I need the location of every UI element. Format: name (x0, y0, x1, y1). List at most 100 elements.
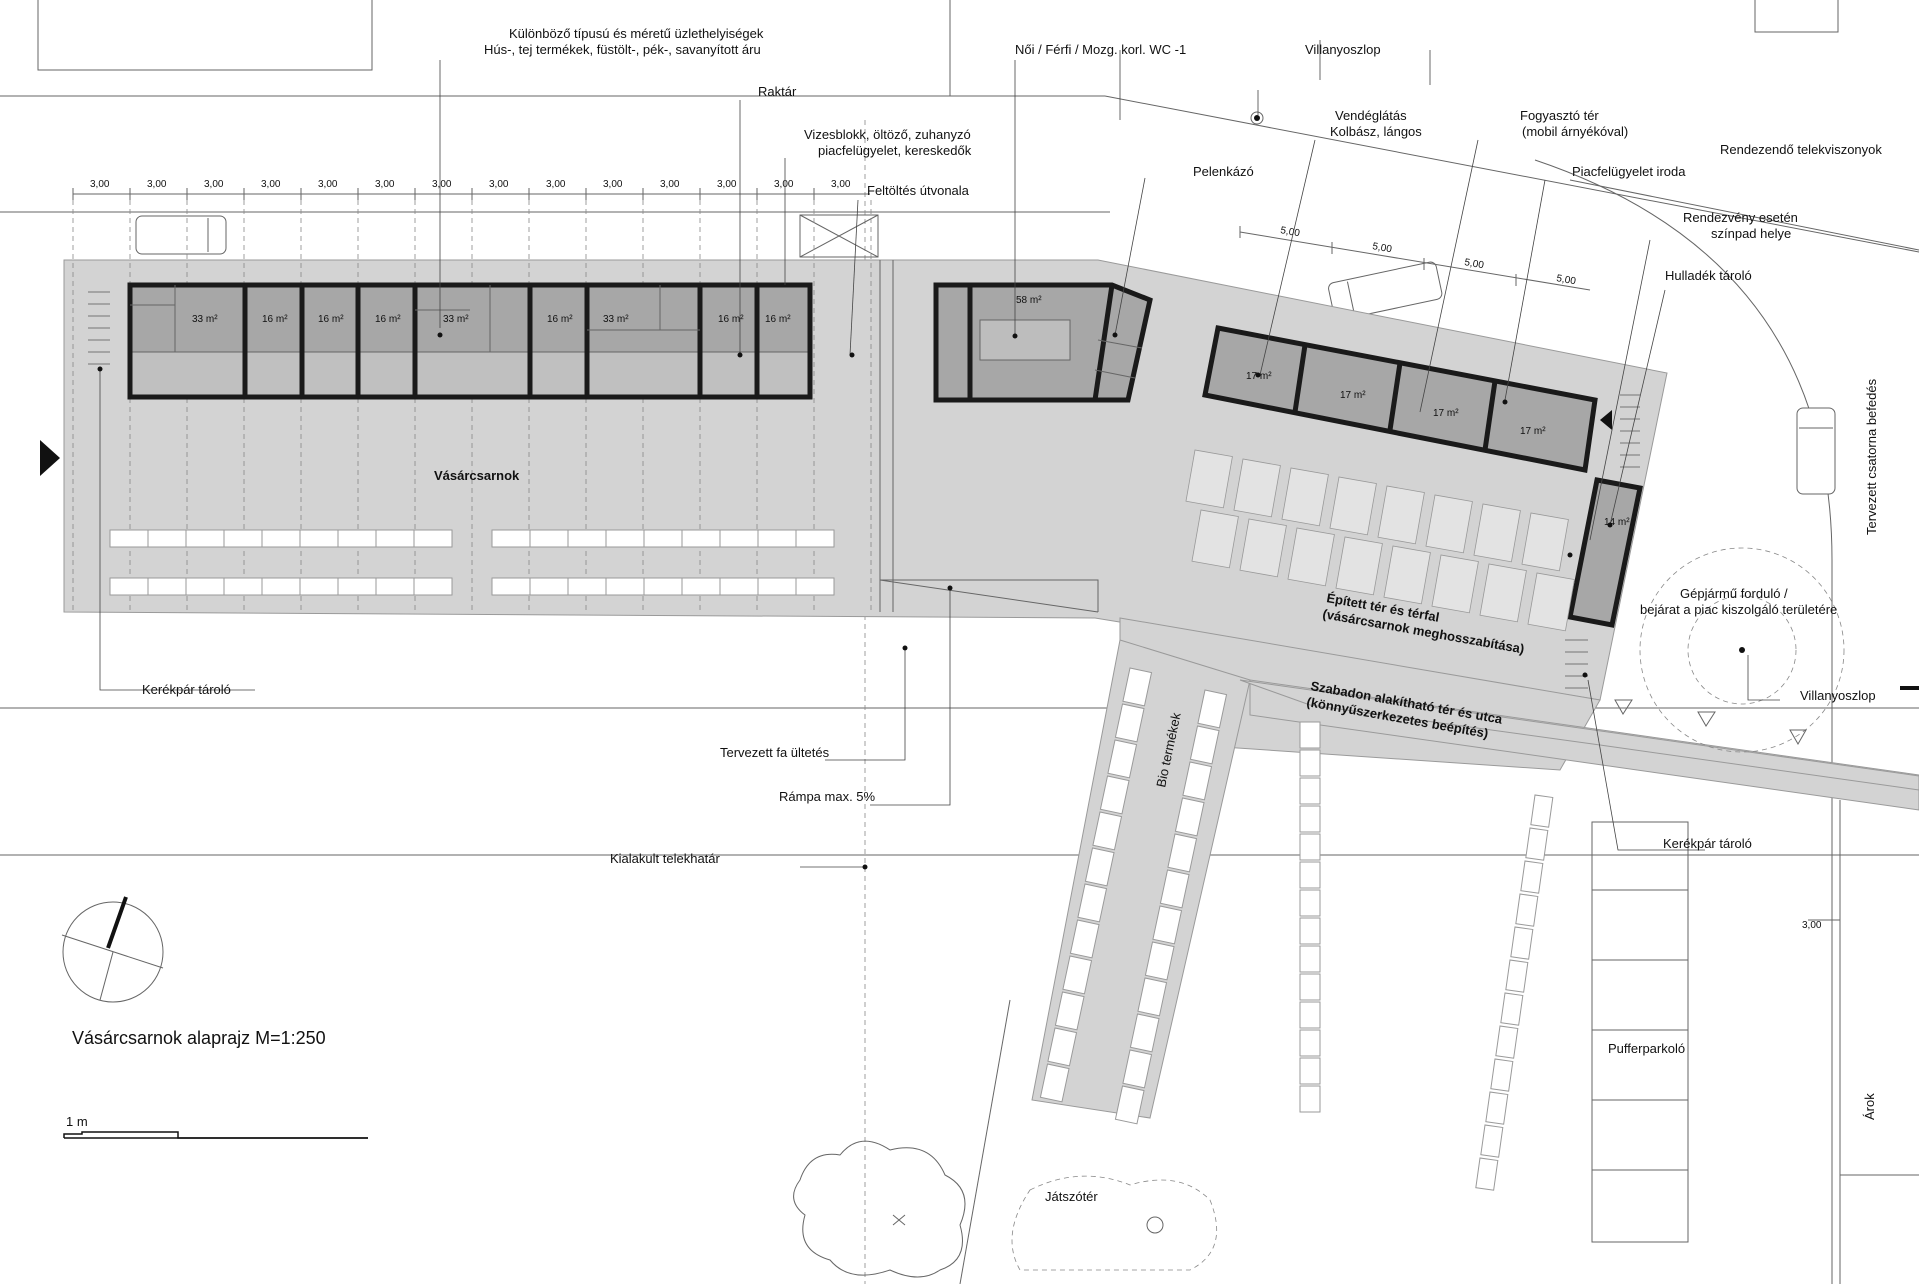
label-turning-1: Gépjármű forduló / (1680, 586, 1788, 601)
curb-stall (1299, 1085, 1321, 1113)
free-street (1239, 679, 1919, 811)
label-lamp-post-bottom: Villanyoszlop (1800, 688, 1876, 703)
area-shop-9: 16 m² (765, 314, 791, 325)
dimension-street: 3,00 (1802, 920, 1822, 931)
curb-stall (1299, 805, 1321, 833)
hall-stall (223, 529, 263, 548)
label-lamp-post-top: Villanyoszlop (1305, 42, 1381, 57)
area-shop-2: 16 m² (262, 314, 288, 325)
dim-label: 3,00 (603, 179, 623, 190)
consumer-table (1191, 509, 1239, 569)
hall-stall (147, 577, 187, 596)
dim-label: 3,00 (204, 179, 224, 190)
curb-stall (1299, 973, 1321, 1001)
consumer-table (1425, 494, 1473, 554)
label-canal: Tervezett csatorna befedés (1864, 378, 1879, 535)
hall-stall (795, 529, 835, 548)
area-wc: 58 m² (1016, 295, 1042, 306)
buffer-parking (1591, 821, 1840, 1243)
area-shop-8: 16 m² (718, 314, 744, 325)
label-wc: Női / Férfi / Mozg. korl. WC -1 (1015, 42, 1186, 57)
label-turning-2: bejárat a piac kiszolgáló területére (1640, 602, 1837, 617)
consumer-table (1239, 518, 1287, 578)
hall-stall (567, 529, 607, 548)
curb-stall (1520, 860, 1544, 894)
area-shop-6: 16 m² (547, 314, 573, 325)
consumer-table (1335, 536, 1383, 596)
bio-stall (1107, 739, 1138, 779)
bio-stall (1129, 1013, 1160, 1053)
curb-stall (1490, 1058, 1514, 1092)
label-shops-1: Különböző típusú és méretű üzlethelyiség… (509, 26, 764, 41)
consumer-table (1431, 554, 1479, 614)
consumer-table (1233, 458, 1281, 518)
label-stage-1: Rendezvény esetén (1683, 210, 1798, 225)
area-waste: 14 m² (1604, 517, 1630, 528)
label-shops-2: Hús-, tej termékek, füstölt-, pék-, sava… (484, 42, 761, 57)
dim-label: 3,00 (489, 179, 509, 190)
hall-stall (491, 577, 531, 596)
consumer-table (1383, 545, 1431, 605)
label-plot-relations: Rendezendő telekviszonyok (1720, 142, 1882, 157)
curb-stall (1515, 893, 1539, 927)
dim-label: 5,00 (1371, 241, 1393, 255)
label-food-2: Kolbász, lángos (1330, 124, 1422, 139)
van-right (1796, 407, 1836, 495)
dimension-chain-right (1239, 231, 1591, 291)
curb-stall (1299, 1057, 1321, 1085)
bio-stall (1077, 883, 1108, 923)
consumer-table (1185, 449, 1233, 509)
bio-stall (1069, 919, 1100, 959)
hall-stall (529, 577, 569, 596)
label-food-1: Vendéglátás (1335, 108, 1407, 123)
curb-stall (1299, 945, 1321, 973)
area-shop-1: 33 m² (192, 314, 218, 325)
label-market-hall: Vásárcsarnok (434, 468, 520, 483)
label-stage-2: színpad helye (1711, 226, 1791, 241)
bio-stall (1152, 905, 1183, 945)
hall-stall (375, 529, 415, 548)
trees (793, 1140, 1217, 1278)
bio-stall (1092, 811, 1123, 851)
label-fill-route: Feltöltés útvonala (867, 183, 970, 198)
label-ramp: Rámpa max. 5% (779, 789, 876, 804)
bio-stall (1084, 847, 1115, 887)
hall-stall (413, 577, 453, 596)
bio-stall (1197, 689, 1228, 729)
area-shop-5: 33 m² (443, 314, 469, 325)
scale-label: 1 m (66, 1114, 88, 1129)
hall-stall (375, 577, 415, 596)
hall-stall (185, 577, 225, 596)
curb-stall (1299, 1029, 1321, 1057)
entrance-arrow-left (40, 440, 60, 476)
bio-stall (1062, 955, 1093, 995)
bio-stall (1039, 1063, 1070, 1103)
label-bike-left: Kerékpár tároló (142, 682, 231, 697)
hall-stall (605, 577, 645, 596)
hall-stall (757, 577, 797, 596)
scale-bar (63, 1131, 368, 1139)
consumer-table (1527, 572, 1575, 632)
bio-stalls (1039, 667, 1228, 1125)
dimension-labels-right: 5,005,005,005,00 (1239, 225, 1577, 287)
curb-stall (1475, 1157, 1499, 1191)
dim-label: 5,00 (1555, 273, 1577, 287)
hall-stall (795, 577, 835, 596)
dim-label: 3,00 (90, 179, 110, 190)
label-consumer-2: (mobil árnyékóval) (1522, 124, 1628, 139)
dim-label: 3,00 (717, 179, 737, 190)
label-storage: Raktár (758, 84, 797, 99)
curb-stall (1480, 1124, 1504, 1158)
area-kiosk-2: 17 m² (1340, 390, 1366, 401)
hall-stall (261, 529, 301, 548)
curb-stall (1495, 1025, 1519, 1059)
bio-stall (1114, 703, 1145, 743)
hall-stall (643, 529, 683, 548)
hall-stall (337, 529, 377, 548)
curb-stall (1299, 1001, 1321, 1029)
hall-stall (567, 577, 607, 596)
curb-stall (1299, 833, 1321, 861)
curb-stall (1299, 861, 1321, 889)
